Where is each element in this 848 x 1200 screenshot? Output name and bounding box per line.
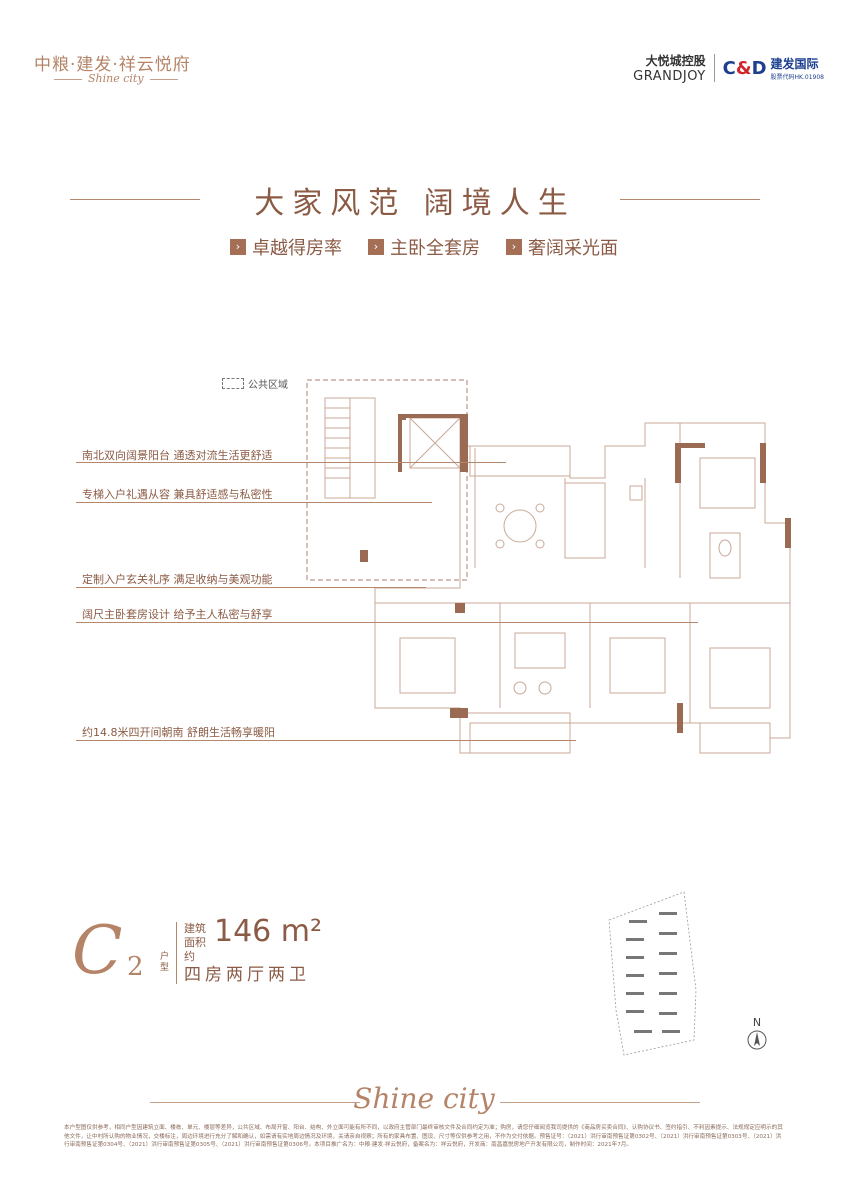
- bed: [709, 647, 771, 709]
- area-label: 建筑面积约: [184, 922, 206, 963]
- partner-logos: 大悦城控股 GRANDJOY C&D 建发国际 股票代码HK.01908: [633, 52, 824, 84]
- headline-rule-left: [70, 199, 200, 200]
- grandjoy-cn: 大悦城控股: [645, 54, 706, 68]
- callout-balcony: 南北双向阔景阳台 通透对流生活更舒适: [82, 449, 273, 462]
- grandjoy-logo: 大悦城控股 GRANDJOY: [633, 52, 706, 84]
- dashed-box-icon: [222, 378, 244, 389]
- project-logo-sub: Shine city: [48, 72, 184, 85]
- unit-letter: C: [72, 912, 123, 989]
- footer-rule-right: [500, 1102, 700, 1103]
- bed: [699, 457, 756, 509]
- cd-cn: 建发国际: [770, 57, 819, 71]
- callout-line: [76, 587, 426, 588]
- arrow-icon: ›: [506, 239, 522, 255]
- callout-elevator: 专梯入户礼遇从容 兼具舒适感与私密性: [82, 488, 273, 501]
- dining-table: [503, 509, 537, 543]
- headline-block: 大家风范 阔境人生: [70, 178, 760, 221]
- stairs: [324, 397, 376, 499]
- grandjoy-en: GRANDJOY: [633, 69, 706, 84]
- feature-item: ›奢阔采光面: [506, 234, 618, 260]
- cd-logo: C&D 建发国际 股票代码HK.01908: [723, 55, 824, 81]
- site-map: [608, 891, 697, 1056]
- feature-list: ›卓越得房率 ›主卧全套房 ›奢阔采光面: [0, 234, 848, 260]
- project-logo: 中粮·建发·祥云悦府: [34, 55, 191, 75]
- headline: 大家风范 阔境人生: [254, 186, 576, 221]
- callout-line: [76, 462, 506, 463]
- public-area-legend: 公共区域: [222, 376, 288, 391]
- unit-number: 2: [127, 952, 144, 982]
- north-indicator: N: [746, 1016, 768, 1054]
- footer-script: Shine city: [353, 1082, 495, 1115]
- floor-plan: [306, 379, 791, 754]
- callout-foyer: 定制入户玄关礼序 满足收纳与美观功能: [82, 573, 273, 586]
- north-label: N: [752, 1016, 762, 1029]
- public-area-outline: [306, 379, 468, 581]
- balcony-south-2: [699, 722, 771, 754]
- balcony-north: [469, 445, 571, 477]
- callout-line: [76, 740, 576, 741]
- feature-item: ›主卧全套房: [368, 234, 480, 260]
- sofa: [514, 632, 566, 669]
- arrow-icon: ›: [230, 239, 246, 255]
- logo-divider: [713, 54, 715, 82]
- callout-south: 约14.8米四开间朝南 舒朗生活畅享暖阳: [82, 726, 275, 739]
- room-config: 四房两厅两卫: [184, 965, 310, 985]
- callout-master: 阔尺主卧套房设计 给予主人私密与舒享: [82, 608, 273, 621]
- area-value: 146 m²: [214, 914, 323, 949]
- unit-type-label: 户型: [160, 952, 170, 973]
- structural-walls: [360, 414, 791, 733]
- cd-code: 股票代码HK.01908: [770, 74, 824, 81]
- arrow-icon: ›: [368, 239, 384, 255]
- disclaimer: 本户型图仅供参考，相同户型因建筑立面、楼栋、单元、楼层等差异，公共区域、布局开窗…: [64, 1125, 783, 1148]
- unit-divider: [176, 922, 177, 984]
- bathroom: [709, 532, 741, 579]
- balcony-south: [459, 712, 571, 754]
- cd-mark: C&D: [722, 57, 767, 79]
- footer-rule-left: [150, 1102, 360, 1103]
- compass-icon: [747, 1030, 767, 1050]
- headline-rule-right: [620, 199, 760, 200]
- feature-item: ›卓越得房率: [230, 234, 342, 260]
- bed: [609, 637, 666, 694]
- callout-line: [76, 622, 698, 623]
- callout-line: [76, 502, 432, 503]
- bed: [399, 637, 456, 694]
